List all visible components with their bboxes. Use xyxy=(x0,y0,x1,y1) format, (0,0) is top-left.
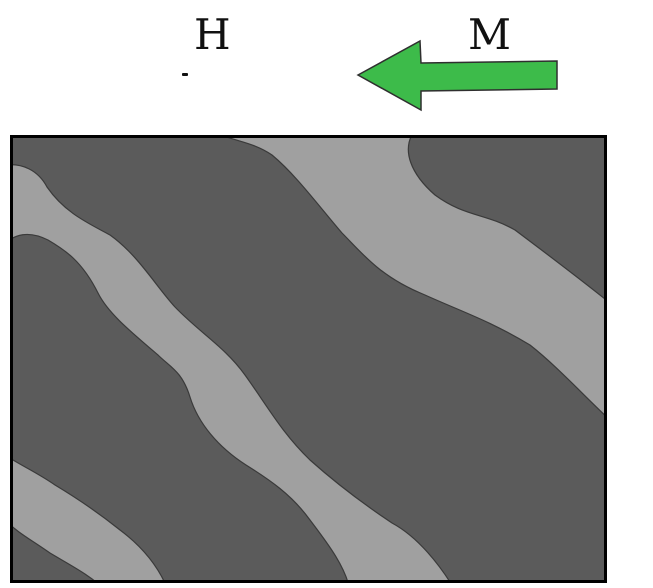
magnetic-domain-panel xyxy=(10,135,607,583)
domain-stripe xyxy=(10,457,166,583)
speck-mark xyxy=(182,73,188,76)
arrow-shape xyxy=(356,39,558,112)
domain-stripe xyxy=(219,135,607,419)
domain-stripe xyxy=(10,164,452,583)
domain-border xyxy=(10,135,607,583)
label-h: H xyxy=(194,10,231,59)
label-m: M xyxy=(468,10,512,59)
left-arrow-icon xyxy=(356,39,558,112)
